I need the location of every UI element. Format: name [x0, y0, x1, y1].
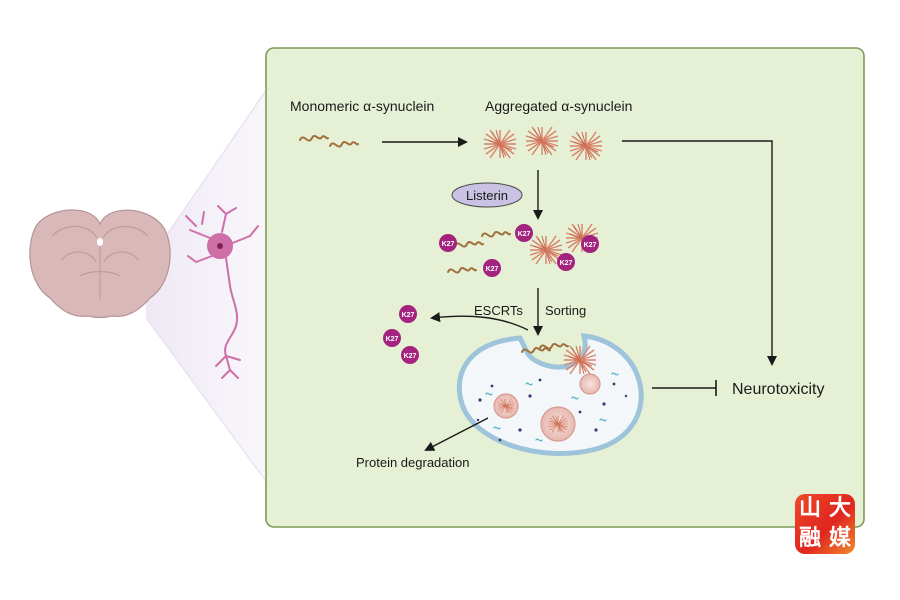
svg-text:K27: K27 — [386, 336, 399, 343]
listerin-label: Listerin — [466, 188, 508, 203]
k27-tag: K27 — [515, 224, 533, 242]
watermark-char: 融 — [798, 526, 821, 551]
watermark-char: 媒 — [828, 526, 851, 551]
svg-text:K27: K27 — [402, 312, 415, 319]
svg-text:K27: K27 — [442, 241, 455, 248]
k27-tag: K27 — [383, 329, 401, 347]
protein-degradation-label: Protein degradation — [356, 455, 469, 470]
degradation-arrow — [424, 417, 489, 451]
escrts-label: ESCRTs — [474, 303, 523, 318]
watermark-char: 山 — [798, 496, 821, 521]
lysosome — [456, 333, 644, 456]
vesicle — [493, 393, 519, 419]
neurotoxicity-direct-arrow — [622, 140, 777, 366]
vesicle — [579, 373, 601, 395]
sorting-label: Sorting — [545, 303, 586, 318]
aggregated-label: Aggregated α-synuclein — [485, 98, 632, 114]
k27-tag: K27 — [557, 253, 575, 271]
svg-text:K27: K27 — [404, 353, 417, 360]
vesicle — [540, 406, 576, 442]
listerin-badge — [451, 182, 523, 208]
svg-text:K27: K27 — [518, 231, 531, 238]
svg-text:K27: K27 — [560, 260, 573, 267]
cone-edge-bottom — [145, 317, 266, 481]
brain-section-icon — [29, 209, 171, 319]
svg-text:K27: K27 — [584, 242, 597, 249]
neurotoxicity-label: Neurotoxicity — [732, 381, 824, 398]
k27-tag: K27 — [483, 259, 501, 277]
k27-tag: K27 — [399, 305, 417, 323]
degradation-fragments — [485, 372, 619, 442]
k27-tag: K27 — [401, 346, 419, 364]
neuron-icon — [185, 205, 259, 379]
pathway-panel — [265, 47, 865, 528]
k27-tag: K27 — [581, 235, 599, 253]
watermark-logo: 山 大 融 媒 — [795, 494, 855, 554]
deubiquitination-arrow — [430, 312, 529, 331]
watermark-char: 大 — [828, 496, 851, 521]
degradation-debris — [476, 378, 628, 442]
projection-cone — [146, 90, 265, 480]
k27-tag: K27 — [439, 234, 457, 252]
monomeric-label: Monomeric α-synuclein — [290, 98, 434, 114]
svg-text:K27: K27 — [486, 266, 499, 273]
